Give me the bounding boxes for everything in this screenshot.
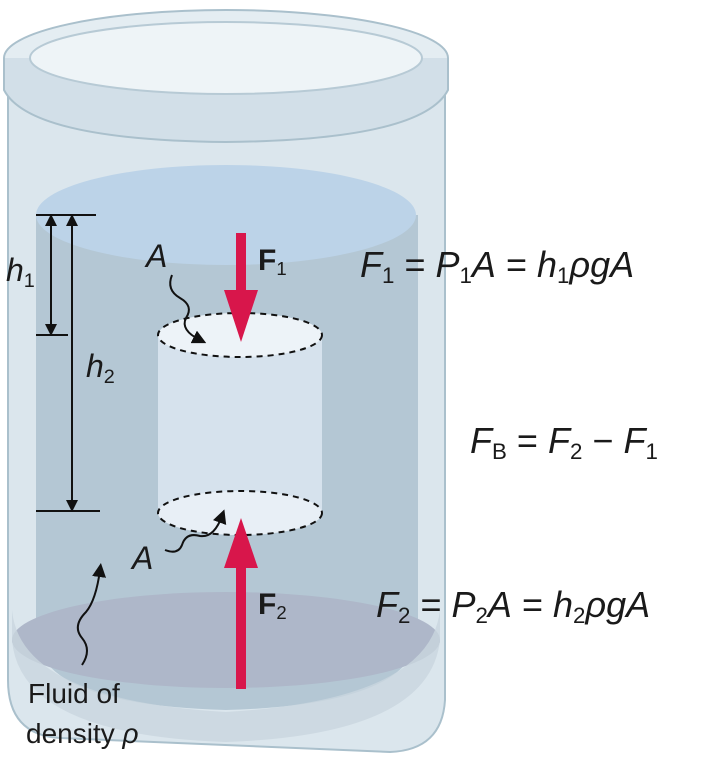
force-f2-label: F2 xyxy=(258,588,287,624)
area-bottom-label: A xyxy=(132,540,154,576)
fluid-label-line1: Fluid of xyxy=(28,678,120,709)
fluid-label-line2: density ρ xyxy=(26,718,139,749)
area-top-label: A xyxy=(146,238,168,274)
equation-fb: FB = F2 − F1 xyxy=(470,420,658,465)
equation-f2: F2 = P2A = h2ρgA xyxy=(376,584,651,629)
equation-f1: F1 = P1A = h1ρgA xyxy=(360,244,635,289)
submerged-cylinder xyxy=(157,312,323,536)
h1-label: h1 xyxy=(6,252,35,292)
area-pointers xyxy=(76,274,227,666)
h2-label: h2 xyxy=(86,348,115,388)
depth-dimensions xyxy=(36,214,100,512)
force-f1-label: F1 xyxy=(258,244,287,280)
force-arrows xyxy=(224,233,258,689)
